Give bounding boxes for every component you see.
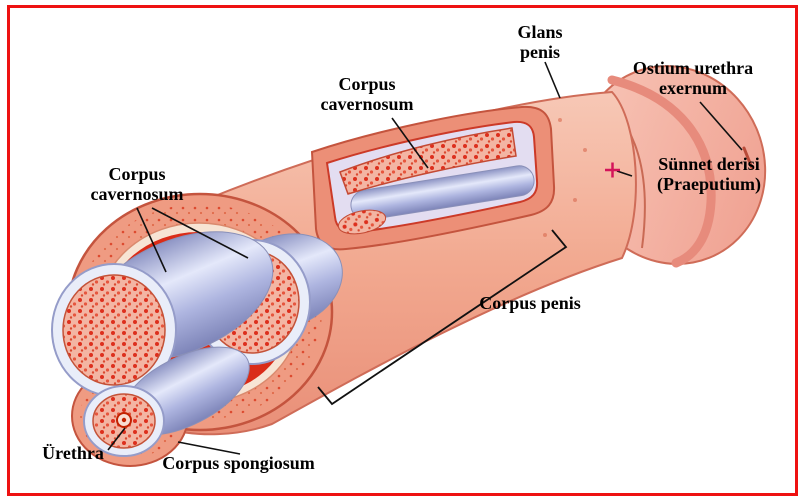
urethral-opening-mark	[742, 146, 754, 170]
foreskin-fold	[607, 75, 716, 268]
label-ostium-urethra-exernum: Ostium urethra exernum	[632, 58, 754, 99]
leader-spongiosum	[177, 441, 241, 455]
leader-urethra	[107, 427, 126, 451]
leader-praeputium	[616, 170, 633, 177]
label-corpus-spongiosum: Corpus spongiosum	[162, 453, 315, 473]
label-corpus-penis: Corpus penis	[479, 293, 581, 313]
cutaway-window	[310, 105, 556, 251]
corpus-penis-bracket	[317, 229, 568, 406]
label-praeputium: Sünnet derisi (Praeputium)	[657, 154, 761, 195]
inner-cavernosum-cylinder	[350, 165, 535, 221]
leader-glans	[544, 61, 561, 99]
leader-lines	[107, 61, 743, 455]
corpus-cavernosum-front-shape	[51, 231, 274, 397]
corpus-spongiosum-shape	[83, 346, 250, 457]
leader-ostium	[699, 101, 743, 151]
label-corpus-cavernosum-left: Corpus cavernosum	[90, 164, 184, 205]
leader-cc-left-1	[136, 207, 167, 273]
label-corpus-cavernosum-top: Corpus cavernosum	[320, 74, 414, 115]
label-glans-penis: Glans penis	[517, 22, 563, 63]
inner-spongy-tissue	[339, 127, 517, 195]
praeputium-plus-marker	[605, 162, 620, 178]
leader-cc-top	[391, 117, 429, 169]
leader-cc-left-2	[151, 207, 249, 259]
label-urethra: Ürethra	[42, 443, 104, 463]
